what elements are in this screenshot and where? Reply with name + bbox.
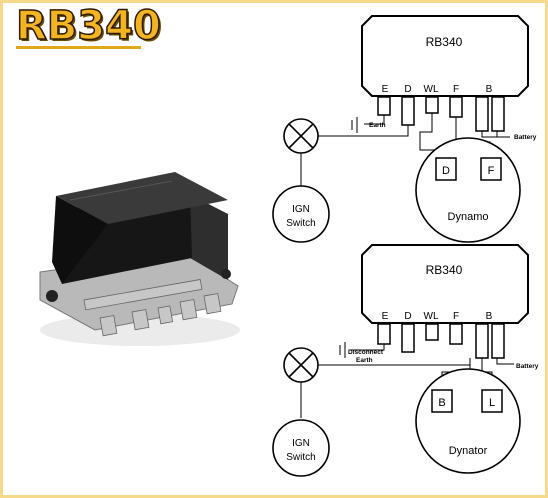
lower-diagram: RB340 E D WL F B Disconnect Ea: [272, 244, 539, 477]
upper-regulator-label: RB340: [426, 35, 463, 49]
lower-earth-label-1: Disconnect: [348, 349, 384, 356]
upper-terminal-d: D: [404, 84, 411, 95]
upper-gen-terminal-f: F: [488, 165, 495, 177]
lower-switch-label-2: Switch: [286, 452, 315, 463]
upper-generator: [415, 137, 521, 243]
upper-switch-label-1: IGN: [292, 204, 310, 215]
upper-battery-label: Battery: [514, 134, 537, 141]
lower-terminal-f: F: [453, 311, 459, 322]
lower-regulator-box: [361, 244, 529, 324]
lower-terminal-e: E: [382, 311, 389, 322]
upper-gen-terminal-d: D: [442, 165, 450, 177]
upper-warning-lamp: [283, 118, 319, 154]
upper-terminal-wl: WL: [424, 84, 439, 95]
upper-diagram: RB340 E D WL F B: [272, 15, 537, 243]
lower-terminal-wl: WL: [424, 311, 439, 322]
lower-terminal-d: D: [404, 311, 411, 322]
upper-terminal-e: E: [382, 84, 389, 95]
upper-ign-switch: [272, 185, 330, 243]
page-title: RB340: [15, 2, 161, 50]
rb340-unit-photo: [39, 172, 240, 346]
upper-generator-label: Dynamo: [448, 211, 489, 223]
lower-ign-switch: [272, 419, 330, 477]
lower-generator: [415, 368, 521, 474]
lower-regulator-label: RB340: [426, 263, 463, 277]
lower-battery-label: Battery: [516, 363, 539, 370]
upper-terminal-b: B: [486, 84, 493, 95]
lower-gen-terminal-l: L: [489, 397, 495, 409]
lower-switch-label-1: IGN: [292, 438, 310, 449]
upper-switch-label-2: Switch: [286, 218, 315, 229]
upper-earth-label: Earth: [369, 122, 386, 129]
lower-warning-lamp: [283, 347, 319, 383]
title-underline: [16, 46, 141, 49]
lower-gen-terminal-b: B: [438, 397, 445, 409]
lower-generator-label: Dynator: [449, 445, 488, 457]
upper-regulator-box: [361, 15, 529, 97]
lower-earth-label-2: Earth: [356, 357, 373, 364]
upper-terminal-f: F: [453, 84, 459, 95]
lower-terminal-b: B: [486, 311, 493, 322]
